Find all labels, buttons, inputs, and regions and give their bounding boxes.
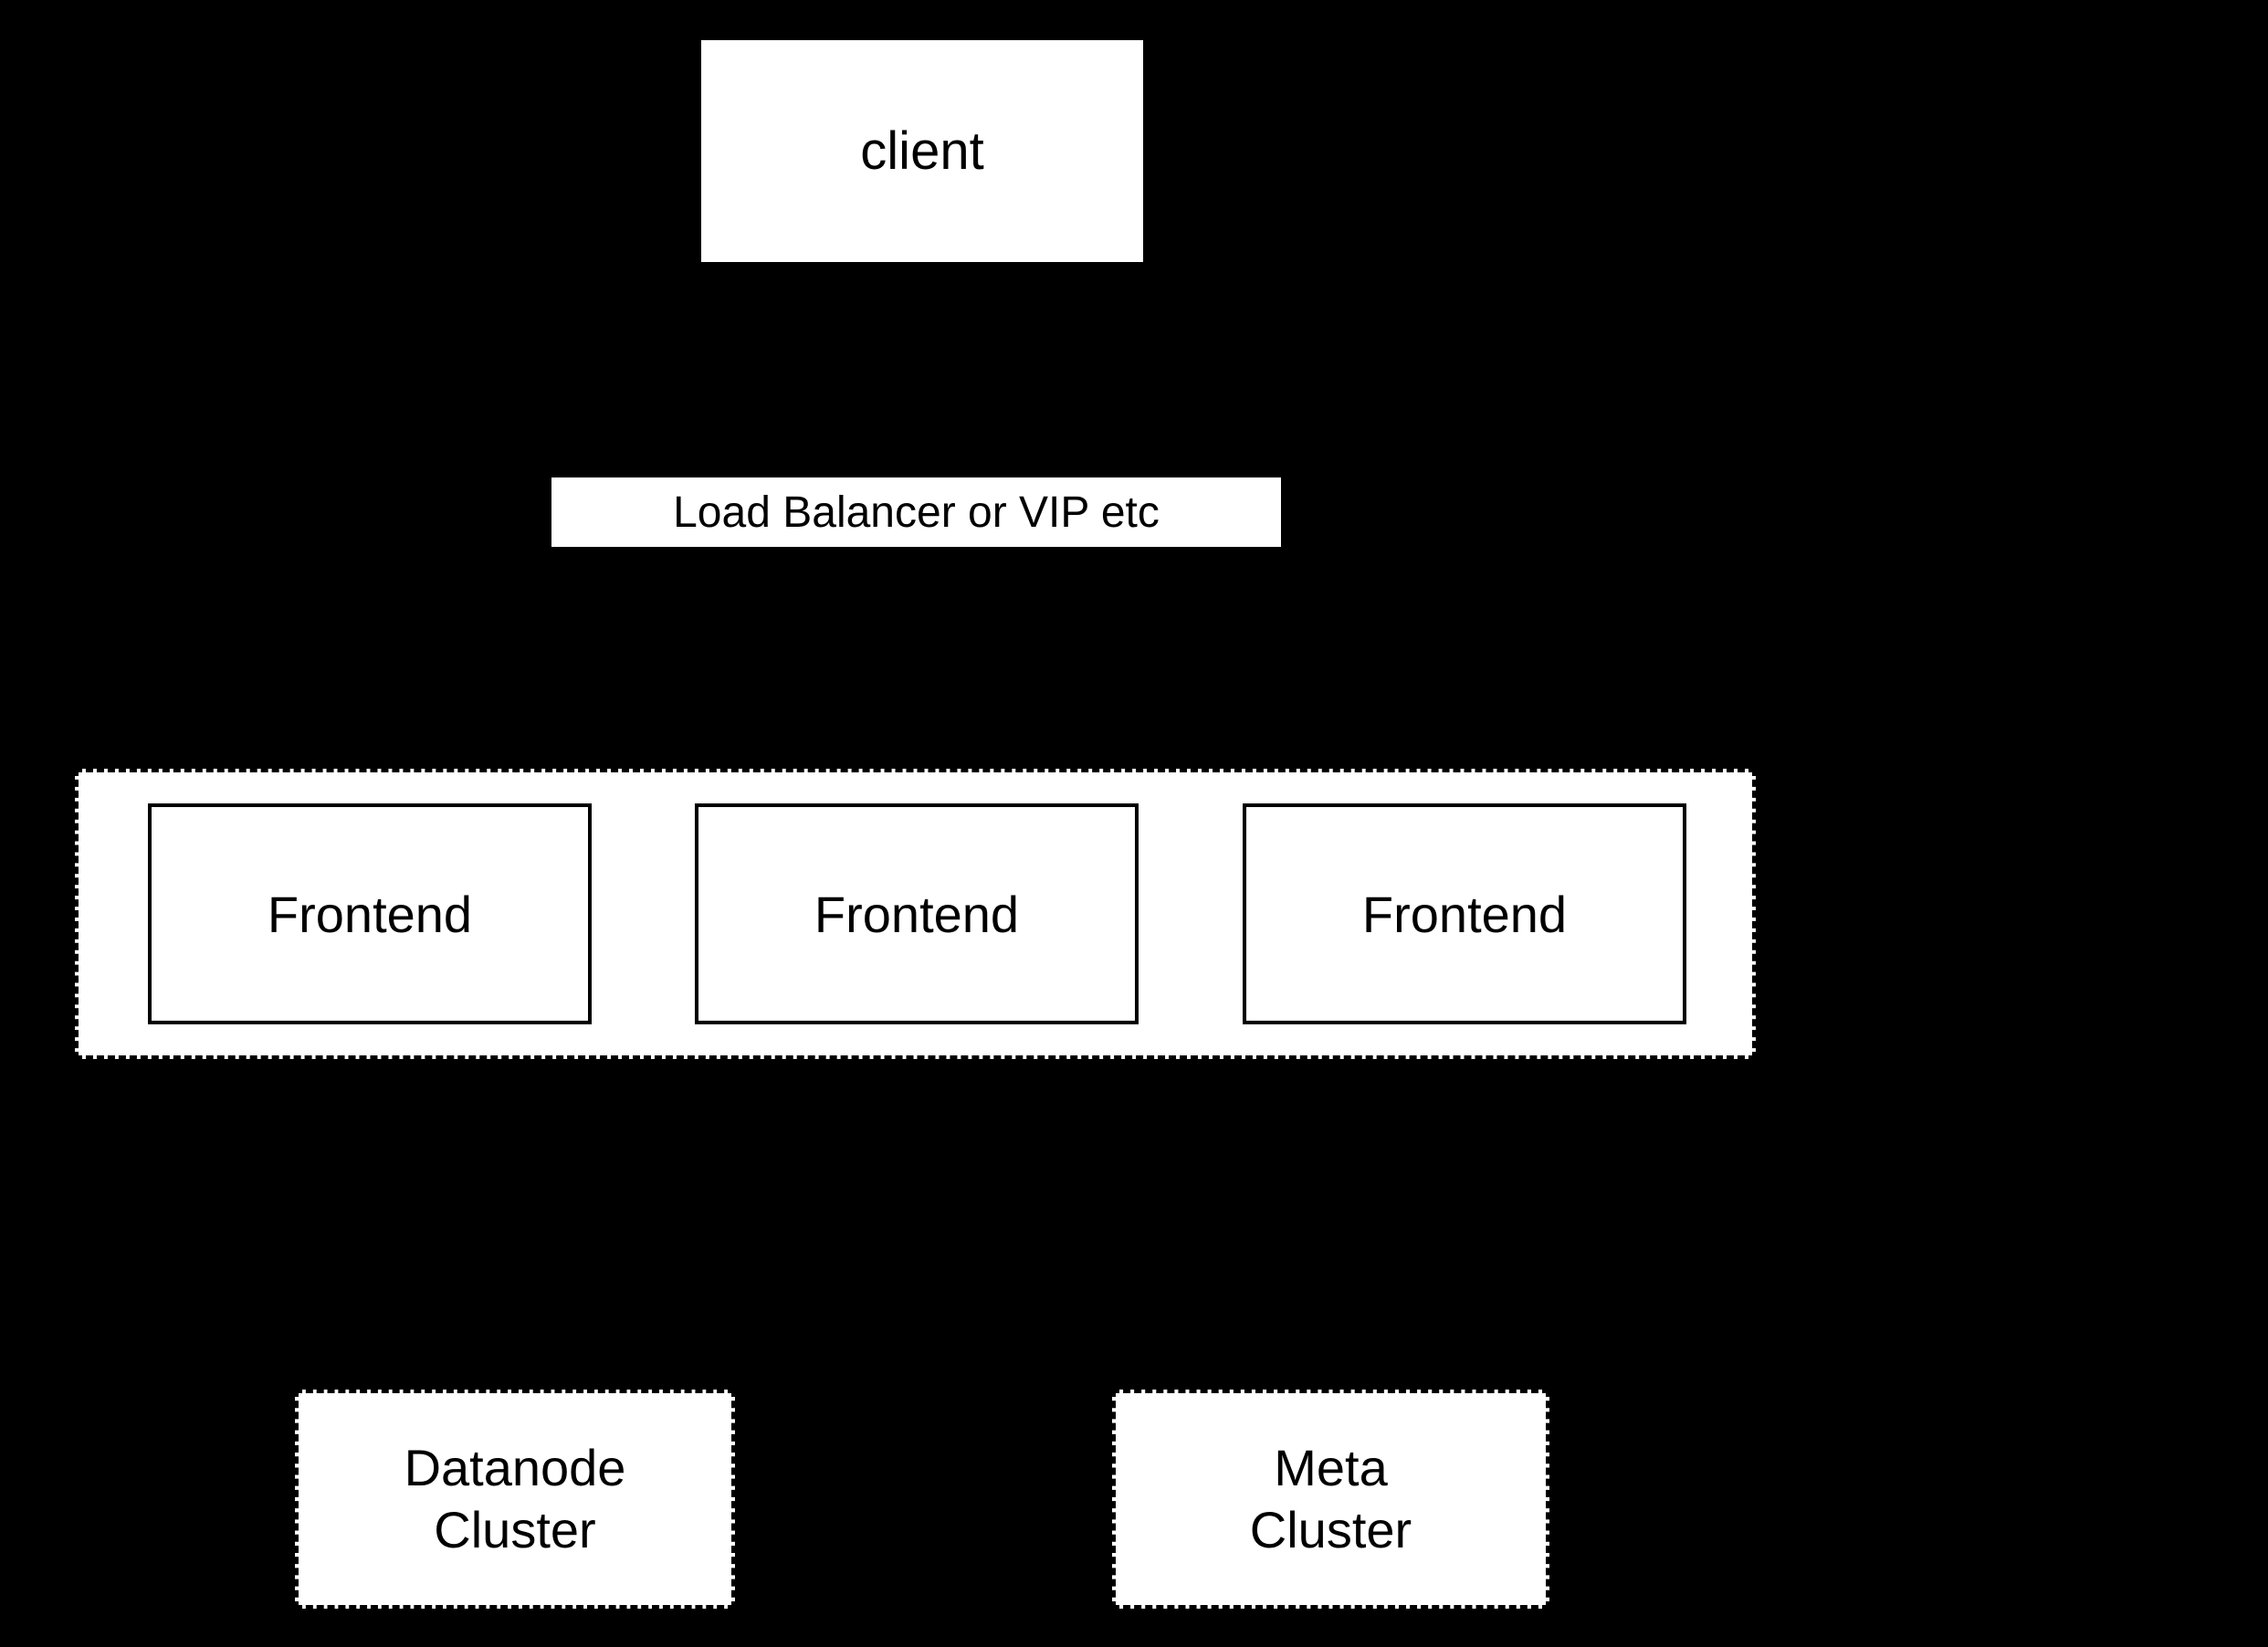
frontend-node-3: Frontend [1243, 803, 1686, 1024]
load-balancer-node: Load Balancer or VIP etc [551, 477, 1281, 547]
client-node: client [701, 40, 1143, 262]
frontend-node-2-label: Frontend [814, 885, 1020, 943]
frontend-node-1-label: Frontend [267, 885, 473, 943]
frontend-node-1: Frontend [148, 803, 592, 1024]
datanode-cluster-node: Datanode Cluster [295, 1390, 735, 1609]
meta-cluster-node: Meta Cluster [1112, 1390, 1549, 1609]
datanode-cluster-node-label: Datanode Cluster [404, 1439, 626, 1558]
meta-cluster-node-label: Meta Cluster [1249, 1439, 1412, 1558]
frontend-node-3-label: Frontend [1361, 885, 1568, 943]
frontend-node-2: Frontend [695, 803, 1139, 1024]
client-node-label: client [860, 121, 984, 181]
load-balancer-node-label: Load Balancer or VIP etc [673, 488, 1160, 537]
